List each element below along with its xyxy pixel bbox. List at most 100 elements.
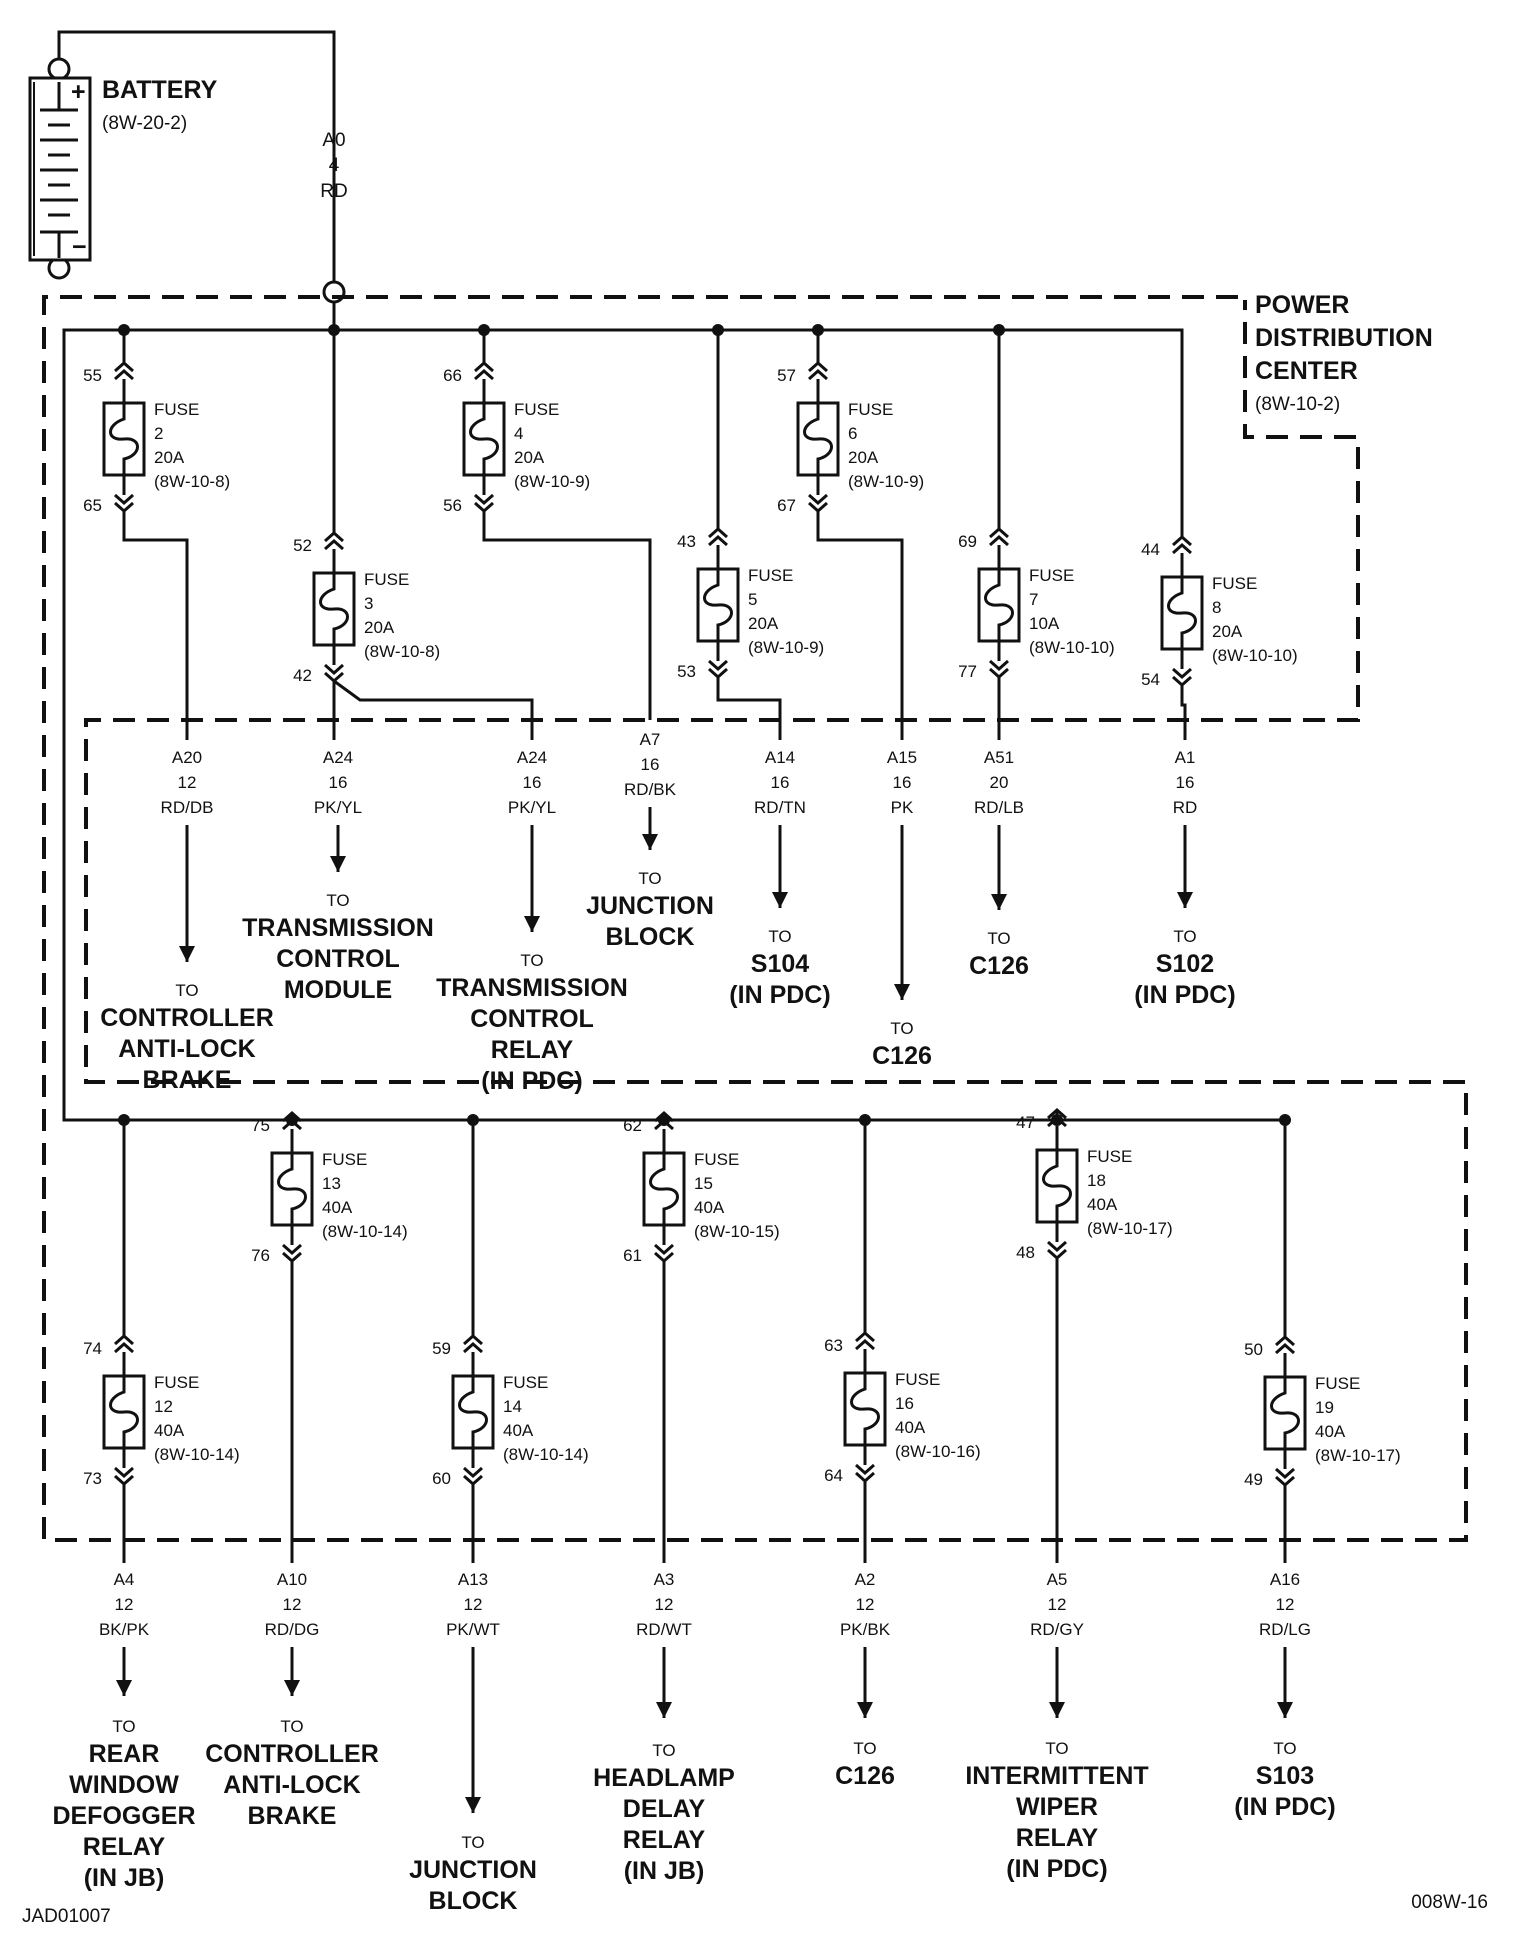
connector-chevron <box>324 530 344 543</box>
connector-chevron <box>114 1466 134 1479</box>
fuse-number: 2 <box>154 424 163 443</box>
destination-label: DELAY <box>623 1795 706 1823</box>
circuit-id: A24 <box>517 748 547 767</box>
fuse-8-pin-out: 54 <box>1141 670 1160 689</box>
fuse-12-pin-in: 74 <box>83 1339 102 1358</box>
fuse-number: 7 <box>1029 590 1038 609</box>
circuit-id: A51 <box>984 748 1014 767</box>
lower-fuse-row: 7473FUSE1240A(8W-10-14)7576FUSE1340A(8W-… <box>52 1107 1401 1915</box>
connector-chevron <box>855 1463 875 1476</box>
fuse-word: FUSE <box>748 566 793 585</box>
fuse-7-pin-in: 69 <box>958 532 977 551</box>
fuse-number: 13 <box>322 1174 341 1193</box>
fuse-number: 4 <box>514 424 523 443</box>
destination-label: BLOCK <box>606 923 695 951</box>
fuse-amperage: 20A <box>848 448 879 467</box>
arrow-head-icon <box>179 946 195 962</box>
fuse-15-pin-in: 62 <box>623 1116 642 1135</box>
wire-gauge: 12 <box>115 1595 134 1614</box>
destination-label: BRAKE <box>248 1802 337 1830</box>
fuse-ref: (8W-10-8) <box>364 642 440 661</box>
wire-color: RD/LG <box>1259 1620 1311 1639</box>
connector-chevron <box>1172 534 1192 547</box>
destination-label: TRANSMISSION <box>242 914 434 942</box>
destination-label: S103 <box>1256 1762 1314 1790</box>
wire-color: PK/YL <box>314 798 362 817</box>
battery-symbol: + − <box>28 57 92 280</box>
fuse-amperage: 40A <box>154 1421 185 1440</box>
to-label: TO <box>987 929 1010 948</box>
wire-color: RD/BK <box>624 780 677 799</box>
connector-chevron <box>1047 1115 1067 1128</box>
fuse-amperage: 10A <box>1029 614 1060 633</box>
destination-label: HEADLAMP <box>593 1764 735 1792</box>
destination-label: CONTROL <box>276 945 400 973</box>
fuse-element-icon <box>984 569 1014 641</box>
wire-gauge: 16 <box>893 773 912 792</box>
arrow-head-icon <box>284 1680 300 1696</box>
fuse-5-pin-in: 43 <box>677 532 696 551</box>
wire-color: PK/BK <box>840 1620 891 1639</box>
fuse-word: FUSE <box>1087 1147 1132 1166</box>
connector-chevron <box>474 360 494 373</box>
connector-chevron <box>989 526 1009 539</box>
circuit-id: A13 <box>458 1570 488 1589</box>
to-label: TO <box>461 1833 484 1852</box>
fuse-word: FUSE <box>694 1150 739 1169</box>
fuse-amperage: 40A <box>694 1198 725 1217</box>
connector-chevron <box>654 1243 674 1256</box>
to-label: TO <box>1173 927 1196 946</box>
fuse-word: FUSE <box>895 1370 940 1389</box>
wire-color: RD/TN <box>754 798 806 817</box>
battery-feed-wire <box>57 30 336 285</box>
fuse-8-pin-in: 44 <box>1141 540 1160 559</box>
connector-chevron <box>463 1333 483 1346</box>
connector-chevron <box>1275 1334 1295 1347</box>
fuse-5-pin-out: 53 <box>677 662 696 681</box>
fuse-element-icon <box>1042 1150 1072 1222</box>
to-label: TO <box>768 927 791 946</box>
connector-chevron <box>1047 1107 1067 1120</box>
wire-gauge: 16 <box>329 773 348 792</box>
circuit-id: A10 <box>277 1570 307 1589</box>
fuse-15-pin-out: 61 <box>623 1246 642 1265</box>
fuse-word: FUSE <box>1212 574 1257 593</box>
wire-gauge: 12 <box>283 1595 302 1614</box>
fuse-ref: (8W-10-14) <box>154 1445 240 1464</box>
destination-label: (IN PDC) <box>1006 1855 1107 1883</box>
fuse-ref: (8W-10-14) <box>503 1445 589 1464</box>
fuse-amperage: 20A <box>1212 622 1243 641</box>
fuse-amperage: 40A <box>1315 1422 1346 1441</box>
wire-gauge: 12 <box>464 1595 483 1614</box>
fuse-element-icon <box>277 1153 307 1225</box>
fuse-amperage: 40A <box>503 1421 534 1440</box>
fuse-word: FUSE <box>1315 1374 1360 1393</box>
fuse-14-pin-in: 59 <box>432 1339 451 1358</box>
fuse-number: 12 <box>154 1397 173 1416</box>
destination-label: BRAKE <box>143 1066 232 1094</box>
circuit-id: A1 <box>1175 748 1196 767</box>
to-label: TO <box>326 891 349 910</box>
fuse-ref: (8W-10-9) <box>848 472 924 491</box>
connector-chevron <box>708 526 728 539</box>
connector-chevron <box>114 1333 134 1346</box>
destination-label: (IN JB) <box>624 1857 705 1885</box>
fuse-element-icon <box>469 403 499 475</box>
fuse-number: 15 <box>694 1174 713 1193</box>
fuse-element-icon <box>109 403 139 475</box>
fuse-19-pin-in: 50 <box>1244 1340 1263 1359</box>
battery-positive-terminal <box>47 57 71 81</box>
connector-chevron <box>324 663 344 676</box>
circuit-id: A3 <box>654 1570 675 1589</box>
battery-label: BATTERY <box>102 76 218 104</box>
fuse-number: 16 <box>895 1394 914 1413</box>
fuse-4-output-wire <box>482 511 652 720</box>
fuse-number: 19 <box>1315 1398 1334 1417</box>
fuse-ref: (8W-10-17) <box>1087 1219 1173 1238</box>
